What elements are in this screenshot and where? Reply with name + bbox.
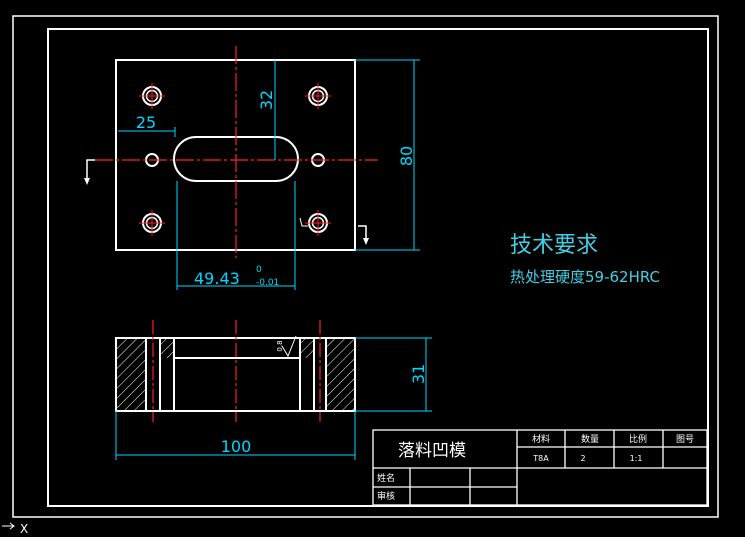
section-dimensions [115,337,432,460]
corner-hole-br [305,210,331,236]
section-view [115,320,356,422]
section-arrow-right [363,238,369,245]
tb-review-label: 审核 [377,490,395,502]
title-block [372,429,708,506]
tb-header-quantity: 数量 [581,433,599,445]
corner-hole-tl [139,83,165,109]
ucs-icon [2,522,15,530]
dim-32: 32 [257,90,276,110]
dim-31: 31 [409,364,428,384]
corner-hole-bl [139,210,165,236]
drawing-title: 落料凹模 [398,441,466,461]
dim-49-43: 49.43 [194,269,240,288]
tb-header-scale: 比例 [629,433,647,445]
leader-mark [299,217,308,227]
die-opening-slot [173,136,299,182]
section-hatch-right [326,338,355,411]
section-mark-right [358,225,367,243]
section-hatch-left [117,338,146,411]
outer-sheet-border [12,15,719,518]
inner-drawing-frame [47,28,709,507]
plan-view [84,46,378,258]
roughness-symbol [281,335,297,358]
roughness-value: 0.8 [276,340,284,351]
dim-49-43-upper-tol: 0 [256,265,262,275]
corner-hole-tr [305,83,331,109]
dim-80: 80 [397,146,416,166]
tb-value-scale: 1:1 [630,454,643,463]
ucs-x-label: X [20,522,28,536]
tb-name-label: 姓名 [377,472,395,484]
dim-49-43-lower-tol: -0.01 [256,278,279,288]
section-mark-left [86,159,95,183]
tb-header-drawing-no: 图号 [676,434,694,445]
section-hatch-mid-left [160,338,174,358]
die-opening-profile [173,338,301,359]
tb-value-quantity: 2 [580,454,585,463]
tech-requirements-note: 热处理硬度59-62HRC [510,268,660,286]
dim-25: 25 [136,113,156,132]
section-arrow-left [84,178,90,185]
tb-header-material: 材料 [532,433,550,445]
dim-100: 100 [221,437,252,456]
plan-dimensions [118,59,420,290]
tech-requirements-title: 技术要求 [510,233,598,258]
tb-value-material: T8A [532,454,549,463]
section-hatch-mid-right [300,338,314,358]
